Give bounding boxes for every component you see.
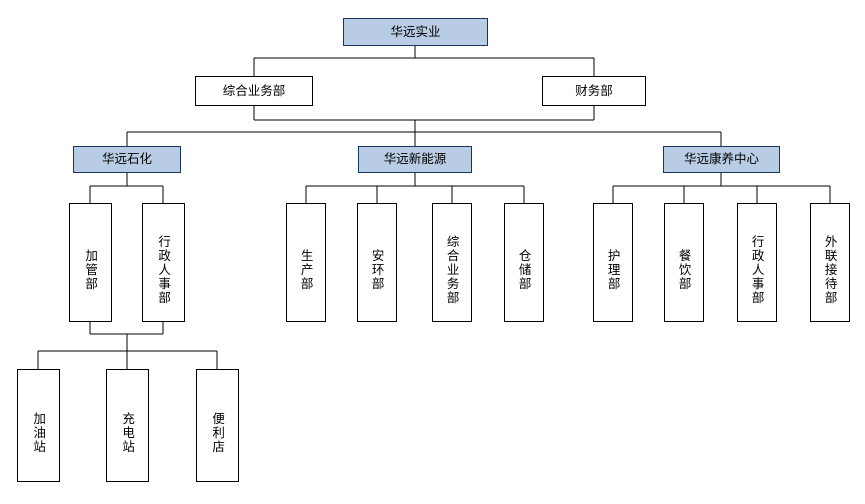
org-node-root[interactable]: 华远实业 [343,18,488,46]
org-node-ky-1[interactable]: 护理部 [593,203,633,322]
org-node-label: 财务部 [575,82,613,98]
org-node-label: 综合业务部 [222,82,286,98]
org-node-label: 安环部 [369,248,385,291]
org-node-ky-4[interactable]: 外联接待部 [810,203,850,322]
org-node-ky-2[interactable]: 餐饮部 [664,203,704,322]
org-node-label: 行政人事部 [749,234,765,305]
org-node-net-1[interactable]: 加油站 [17,369,60,482]
org-node-label: 加油站 [31,411,47,454]
org-node-label: 加管部 [83,248,99,291]
org-node-label: 便利店 [210,411,226,454]
org-node-label: 餐饮部 [676,248,692,291]
org-node-sub-1[interactable]: 华远石化 [73,146,181,173]
org-node-label: 华远康养中心 [683,151,759,167]
org-node-sub-3[interactable]: 华远康养中心 [663,146,780,173]
org-node-net-2[interactable]: 充电站 [106,369,149,482]
org-node-ky-3[interactable]: 行政人事部 [737,203,777,322]
org-node-label: 综合业务部 [444,234,460,305]
org-node-xny-2[interactable]: 安环部 [357,203,397,322]
org-node-label: 外联接待部 [822,234,838,305]
org-node-label: 华远新能源 [383,151,447,167]
org-node-sub-2[interactable]: 华远新能源 [358,146,472,173]
org-node-label: 生产部 [298,248,314,291]
org-node-shihua-2[interactable]: 行政人事部 [142,203,185,322]
org-node-net-3[interactable]: 便利店 [196,369,239,482]
org-node-xny-4[interactable]: 仓储部 [504,203,544,322]
org-node-label: 护理部 [605,248,621,291]
org-node-shihua-1[interactable]: 加管部 [69,203,112,322]
org-node-label: 充电站 [120,411,136,454]
org-node-label: 行政人事部 [156,234,172,305]
org-node-xny-3[interactable]: 综合业务部 [432,203,472,322]
org-node-label: 华远实业 [390,23,441,39]
org-node-label: 仓储部 [516,248,532,291]
org-node-func-1[interactable]: 综合业务部 [195,76,313,106]
org-node-xny-1[interactable]: 生产部 [286,203,326,322]
org-node-func-2[interactable]: 财务部 [542,76,646,106]
org-node-label: 华远石化 [101,151,152,167]
